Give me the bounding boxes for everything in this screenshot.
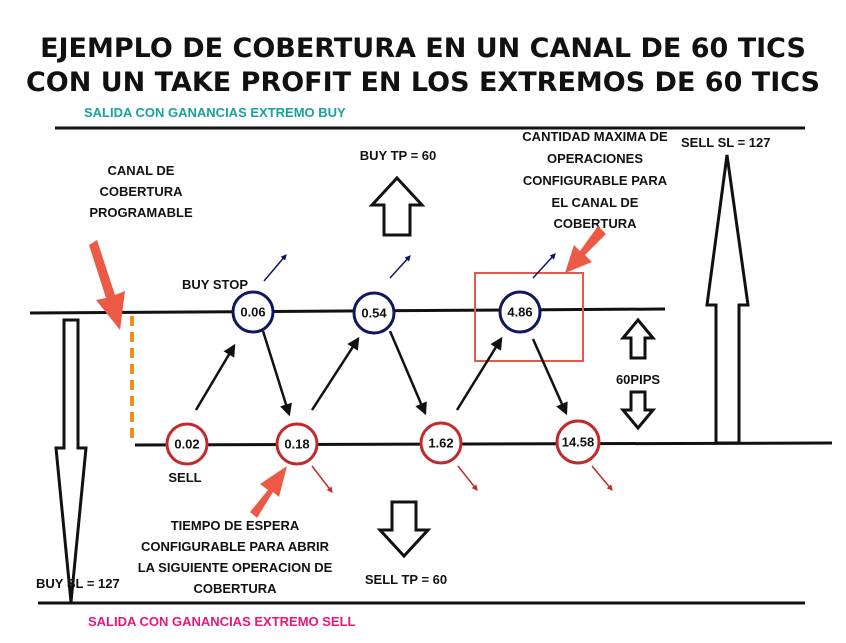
buy-tp-up-arrow [368, 175, 426, 237]
sell-node-3-value: 1.62 [428, 436, 453, 451]
sell-node-2: 0.18 [275, 422, 319, 466]
exit-sell-label: SALIDA CON GANANCIAS EXTREMO SELL [88, 614, 356, 629]
buy-direction-arrow-1 [263, 254, 287, 282]
tiempo-label-line-4: COBERTURA [193, 581, 277, 596]
sell-node-4-value: 14.58 [562, 435, 595, 450]
buy-tp-label: BUY TP = 60 [360, 148, 436, 163]
sell-direction-arrow-2 [457, 465, 478, 491]
buy-node-2: 0.54 [352, 291, 396, 335]
pips-up-arrow [619, 317, 657, 360]
cantidad-label-line-3: CONFIGURABLE PARA [523, 173, 668, 188]
cantidad-label-line-2: OPERACIONES [547, 151, 643, 166]
channel-upper-line [29, 307, 666, 315]
buy-node-3-value: 4.86 [507, 305, 532, 320]
sell-direction-arrow-3 [591, 465, 613, 491]
buy-node-1-value: 0.06 [240, 305, 265, 320]
tiempo-label-line-3: LA SIGUIENTE OPERACION DE [138, 560, 333, 575]
title-line-1: EJEMPLO DE COBERTURA EN UN CANAL DE 60 T… [40, 33, 806, 64]
sell-sl-up-arrow [705, 154, 750, 445]
flow-arrow-2 [261, 330, 292, 417]
sell-label: SELL [168, 470, 201, 485]
canal-label-line-2: COBERTURA [99, 184, 183, 199]
buy-direction-arrow-3 [532, 253, 556, 279]
max-ops-highlight-box [474, 272, 584, 362]
buy-node-2-value: 0.54 [361, 306, 387, 321]
buy-stop-label: BUY STOP [182, 277, 248, 292]
flow-arrow-6 [531, 338, 568, 416]
title-line-2: CON UN TAKE PROFIT EN LOS EXTREMOS DE 60… [26, 67, 820, 98]
tiempo-label-line-2: CONFIGURABLE PARA ABRIR [141, 539, 330, 554]
tiempo-label-line-1: TIEMPO DE ESPERA [171, 518, 300, 533]
sell-direction-arrow-1 [311, 465, 333, 493]
flow-arrow-4 [388, 330, 427, 416]
callout-arrow-channel [89, 240, 125, 330]
buy-node-3: 4.86 [498, 290, 542, 334]
sell-sl-label: SELL SL = 127 [681, 135, 770, 150]
buy-sl-label: BUY SL = 127 [36, 576, 120, 591]
sell-node-1-value: 0.02 [174, 437, 199, 452]
buy-sl-down-arrow [54, 318, 88, 603]
sell-tp-down-arrow [376, 500, 432, 559]
cantidad-label-line-4: EL CANAL DE [552, 195, 639, 210]
sell-tp-label: SELL TP = 60 [365, 572, 447, 587]
cantidad-label-line-5: COBERTURA [553, 216, 637, 231]
flow-arrow-5 [455, 336, 503, 411]
flow-arrow-1 [194, 343, 236, 411]
sell-node-4: 14.58 [555, 419, 601, 465]
callout-arrow-max-ops [565, 226, 606, 273]
canal-label-line-3: PROGRAMABLE [89, 205, 193, 220]
pips-label: 60PIPS [616, 372, 660, 387]
cantidad-label-line-1: CANTIDAD MAXIMA DE [522, 129, 668, 144]
pips-down-arrow [619, 390, 657, 431]
sell-node-3: 1.62 [419, 421, 463, 465]
buy-node-1: 0.06 [231, 290, 275, 334]
buy-direction-arrow-2 [389, 255, 411, 279]
sell-node-2-value: 0.18 [284, 437, 309, 452]
canal-label-line-1: CANAL DE [108, 163, 175, 178]
flow-arrow-3 [310, 336, 360, 411]
callout-arrow-wait-time [250, 466, 287, 518]
exit-buy-label: SALIDA CON GANANCIAS EXTREMO BUY [84, 105, 346, 120]
sell-node-1: 0.02 [165, 422, 209, 466]
